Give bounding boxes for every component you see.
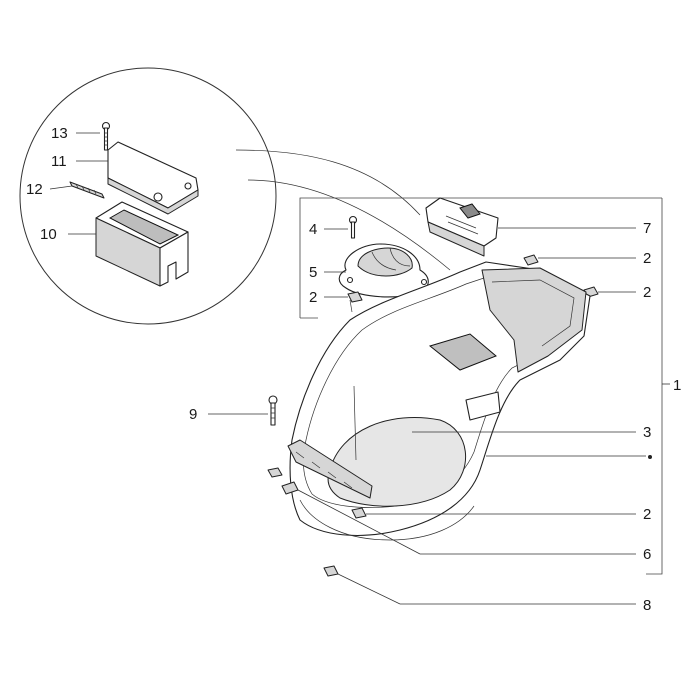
- helmet-compartment-part-1: [287, 261, 591, 541]
- cover-part-11: [107, 141, 199, 215]
- callout-9: 9: [189, 406, 197, 423]
- strip-part-12: [69, 181, 105, 199]
- clip-part-2-lower-left: [267, 467, 283, 478]
- callout-labels: 1 2 2 2 2 3 4 5 6 7 8 9 10 11 12 13: [26, 125, 681, 614]
- dome-cover-part-5: [338, 243, 429, 298]
- callout-6: 6: [643, 546, 651, 563]
- screw-part-13: [101, 121, 111, 151]
- box-part-10: [95, 201, 189, 287]
- main-bracket: [646, 198, 663, 575]
- leader-lines: [208, 227, 670, 605]
- callout-13: 13: [51, 125, 68, 142]
- callout-1: 1: [673, 377, 681, 394]
- detail-inset: [19, 67, 451, 325]
- callout-12: 12: [26, 181, 43, 198]
- clip-part-8: [323, 565, 339, 577]
- callout-2: 2: [309, 289, 317, 306]
- callout-8: 8: [643, 597, 651, 614]
- callout-10: 10: [40, 226, 57, 243]
- callout-2: 2: [643, 284, 651, 301]
- callout-2: 2: [643, 250, 651, 267]
- callout-3: 3: [643, 424, 651, 441]
- reference-dot: [648, 455, 652, 459]
- clip-part-2-upper-left: [347, 291, 363, 303]
- screw-part-9: [268, 395, 278, 426]
- detail-circle: [19, 67, 277, 325]
- subassembly-bracket: [299, 197, 662, 318]
- callout-2: 2: [643, 506, 651, 523]
- callout-5: 5: [309, 264, 317, 281]
- hinge-part-7: [425, 197, 499, 257]
- detail-pointer-lines: [235, 149, 451, 271]
- callout-4: 4: [309, 221, 317, 238]
- clip-part-2-lower: [351, 507, 367, 519]
- callout-7: 7: [643, 220, 651, 237]
- callout-11: 11: [51, 153, 67, 170]
- screw-part-4: [348, 215, 358, 239]
- clip-part-2-upper-right-a: [523, 254, 539, 266]
